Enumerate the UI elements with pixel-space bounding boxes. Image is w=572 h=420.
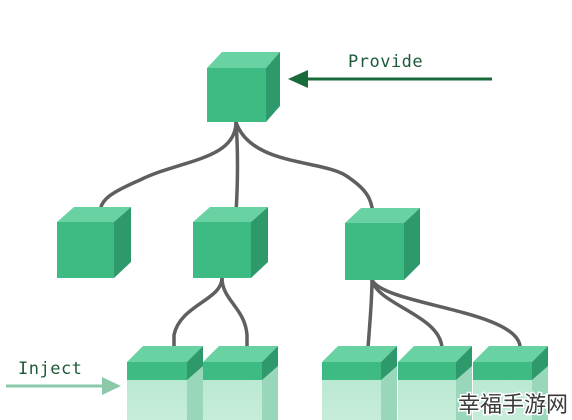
connector-root-to-left (98, 120, 238, 215)
connector-root-to-middle (234, 120, 240, 215)
root-component-cube (207, 52, 280, 122)
child-cube-middle (193, 207, 268, 278)
grandchild-cube-5 (473, 346, 548, 420)
inject-label: Inject (18, 359, 82, 379)
grandchild-cube-1 (127, 346, 203, 420)
provide-arrowhead-icon (288, 70, 308, 88)
inject-arrowhead-icon (102, 377, 121, 395)
child-cube-left (57, 207, 131, 278)
connector-middle-to-child-b (220, 276, 249, 350)
watermark-text: 幸福手游网 (458, 393, 568, 418)
connector-right-to-child-c (370, 278, 522, 348)
grandchild-cube-3 (322, 346, 397, 420)
grandchild-cube-4 (398, 346, 472, 420)
provide-label: Provide (348, 52, 423, 72)
connector-right-to-child-b (370, 278, 444, 350)
connector-right-to-child-a (366, 278, 374, 350)
provide-annotation: Provide (288, 52, 492, 88)
tree-connectors (98, 120, 522, 350)
connector-root-to-right (234, 120, 375, 220)
connector-middle-to-child-a (172, 276, 224, 350)
grandchild-cube-2 (203, 346, 278, 420)
inject-annotation: Inject (6, 359, 121, 395)
site-watermark: 幸福手游网 (456, 392, 569, 420)
child-cube-right (345, 208, 420, 280)
